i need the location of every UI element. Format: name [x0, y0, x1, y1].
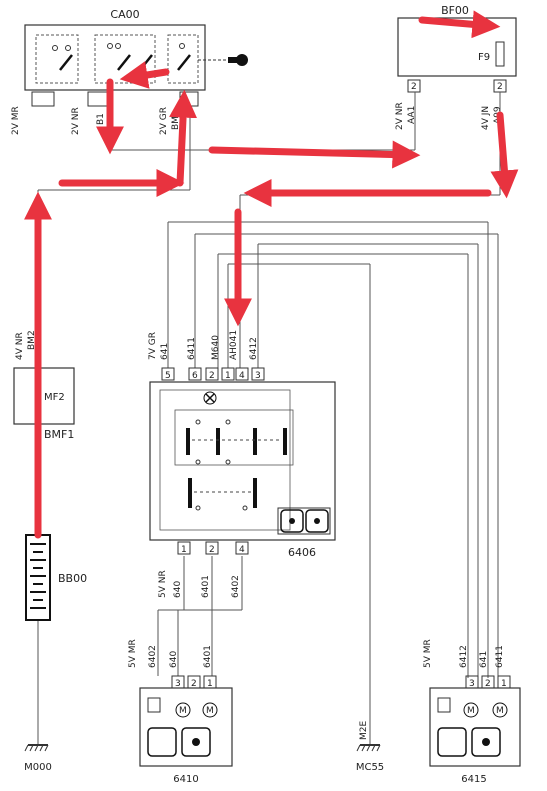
motor-icon: M — [179, 706, 187, 716]
ca00-label: CA00 — [110, 8, 139, 21]
fuse-label: F9 — [478, 52, 490, 63]
flow-arrow — [418, 10, 501, 39]
wire-label: 6411 — [187, 337, 197, 360]
wire-label: 640 — [173, 581, 183, 598]
pin-label: 2 — [485, 679, 491, 689]
wire-label: AH041 — [229, 330, 239, 360]
wire-label: 641 — [160, 343, 170, 360]
pin-label: 2 — [209, 371, 215, 381]
motor-label: 6410 — [173, 774, 198, 785]
pin-label: 1 — [181, 545, 187, 555]
motor-icon: M — [467, 706, 475, 716]
pin-label: 4 — [239, 545, 245, 555]
bb00-battery: BB00 — [25, 534, 87, 621]
pin-label: 1 — [225, 371, 231, 381]
relay-label: 6406 — [288, 546, 316, 559]
pin-label: 3 — [469, 679, 475, 689]
wire-label: 640 — [169, 651, 179, 668]
wire-label: 7V GR — [148, 332, 158, 360]
pin-label: 5 — [165, 371, 171, 381]
wire-label: 6412 — [249, 337, 259, 360]
wire-label: BM2 — [171, 110, 181, 130]
motor-6415: 5V MR 6412 641 6411 3 2 1 M M 6415 — [423, 639, 521, 785]
wire-label: 6402 — [231, 575, 241, 598]
pin-label: 1 — [207, 679, 213, 689]
wire-label: M640 — [211, 335, 221, 360]
wire-label: 6412 — [459, 645, 469, 668]
motor-label: 6415 — [461, 774, 486, 785]
wire-label: 6401 — [201, 575, 211, 598]
pin-label: 1 — [501, 679, 507, 689]
pin-label: 2 — [209, 545, 215, 555]
current-flow-arrows — [24, 10, 519, 539]
wire-label: BM2 — [27, 330, 37, 350]
bmf1-fusebox: MF2 BMF1 — [13, 367, 75, 441]
ground-symbol-left: M000 — [24, 744, 52, 773]
wire-label: 4V NR — [15, 332, 25, 360]
ground-symbol-right: MC55 M2E — [356, 721, 384, 773]
fuse-label: MF2 — [44, 392, 65, 403]
wire-label: 2V MR — [11, 106, 21, 135]
pin-label: 2 — [191, 679, 197, 689]
ground-label: MC55 — [356, 762, 384, 773]
wire-label: M2E — [359, 721, 369, 740]
flow-arrow — [119, 61, 170, 89]
pin-label: 4 — [239, 371, 245, 381]
wire-label: 6411 — [495, 645, 505, 668]
bmf1-label: BMF1 — [44, 428, 74, 441]
pin-label: 6 — [192, 371, 198, 381]
motor-6410: 5V MR 6402 640 6401 3 2 1 M M 6410 — [128, 639, 233, 785]
relay-6406: 7V GR 641 6411 M640 AH041 6412 5 6 2 1 4… — [148, 330, 336, 598]
motor-icon: M — [496, 706, 504, 716]
motor-icon: M — [206, 706, 214, 716]
pin-label: 3 — [175, 679, 181, 689]
flow-arrow — [169, 89, 198, 187]
ca00-switch: CA00 — [24, 8, 248, 107]
wire-label: B1 — [96, 113, 106, 125]
wire-label: 5V NR — [158, 570, 168, 598]
flow-arrow — [208, 140, 421, 169]
motor-symbol-icon — [277, 507, 331, 535]
pin-label: 2 — [497, 82, 503, 92]
wire-label: 6402 — [148, 645, 158, 668]
bf00-label: BF00 — [441, 4, 469, 17]
wire-label: 2V NR — [71, 107, 81, 135]
flow-arrow — [490, 111, 519, 199]
wire-label: 6401 — [203, 645, 213, 668]
wire-label: 641 — [479, 651, 489, 668]
bb00-label: BB00 — [58, 572, 87, 585]
ground-label: M000 — [24, 762, 52, 773]
pin-label: 2 — [411, 82, 417, 92]
bf00-fusebox: BF00 F9 2 2 — [397, 4, 517, 93]
wire-label: 5V MR — [128, 639, 138, 668]
pin-label: 3 — [255, 371, 261, 381]
wire-label: 2V NR — [395, 102, 405, 130]
key-icon — [228, 54, 248, 66]
wire-label: 4V JN — [481, 106, 491, 130]
wire-label: 2V GR — [159, 107, 169, 135]
wire-label: 5V MR — [423, 639, 433, 668]
wire-label: AA1 — [407, 106, 417, 124]
